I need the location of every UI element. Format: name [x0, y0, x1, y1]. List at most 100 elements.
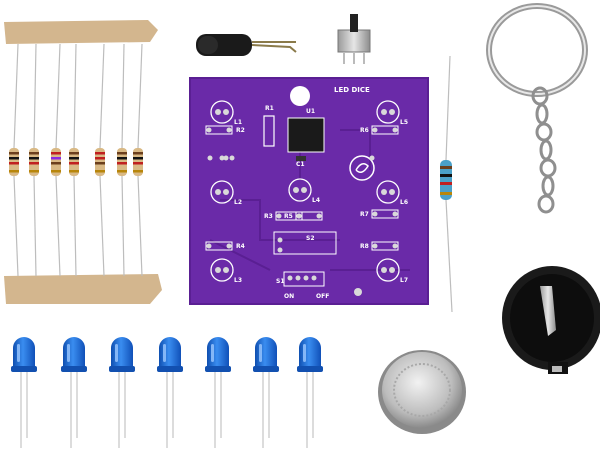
label-s2: S2 — [306, 235, 315, 242]
led-dome — [159, 337, 181, 370]
blue-led — [157, 337, 183, 448]
led-dome — [111, 337, 133, 370]
tilt-sensor — [196, 34, 297, 56]
resistor-band — [133, 162, 143, 165]
pad — [293, 187, 299, 193]
resistor-lead — [121, 43, 125, 149]
resistor-footprint — [205, 241, 233, 251]
led-footprint — [376, 100, 400, 124]
pad — [207, 155, 213, 161]
resistor-lead — [99, 175, 105, 277]
chain-link — [541, 175, 555, 197]
resistor-band — [29, 157, 39, 160]
led-row — [11, 337, 323, 448]
led-footprint — [210, 100, 234, 124]
blue-led — [11, 337, 37, 448]
resistor-band — [9, 152, 19, 155]
led-footprint — [288, 178, 312, 202]
blue-led — [297, 337, 323, 448]
chain-link — [535, 122, 553, 142]
pad — [226, 243, 232, 249]
resistor-lead — [121, 175, 125, 277]
resistor-band — [69, 152, 79, 155]
resistor-label: R2 — [236, 127, 245, 134]
pad — [316, 213, 322, 219]
resistor-lead — [33, 43, 37, 149]
led-label: L3 — [234, 277, 242, 284]
resistor — [29, 43, 39, 277]
resistor-band — [117, 162, 127, 165]
pcb-title: LED DICE — [334, 86, 370, 94]
keyring-chain — [531, 86, 557, 214]
resistor-band — [117, 152, 127, 155]
pad — [392, 127, 398, 133]
resistor-label: R6 — [360, 127, 369, 134]
led-label: L7 — [400, 277, 408, 284]
pad — [223, 267, 229, 273]
resistor-lead — [55, 175, 61, 277]
pad — [372, 127, 378, 133]
resistor-strip — [4, 20, 162, 304]
slide-switch — [337, 14, 371, 64]
resistor-band — [95, 170, 105, 173]
led-rim — [253, 366, 279, 372]
led-rim — [11, 366, 37, 372]
resistor — [51, 43, 61, 277]
pad — [215, 189, 221, 195]
led-rim — [109, 366, 135, 372]
resistor-band — [9, 170, 19, 173]
chain-link — [535, 103, 549, 125]
pad — [229, 155, 235, 161]
resistor-band — [95, 162, 105, 165]
logo-icon — [349, 155, 375, 181]
resistor-band — [95, 157, 105, 160]
resistor-footprint — [371, 241, 399, 251]
led-dome — [13, 337, 35, 370]
led-highlight — [259, 344, 262, 362]
resistor-label: R8 — [360, 243, 369, 250]
pad — [215, 267, 221, 273]
resistor-lead — [73, 43, 77, 149]
led-highlight — [17, 344, 20, 362]
pad — [206, 243, 212, 249]
single-resistor — [440, 55, 453, 313]
led-rim — [157, 366, 183, 372]
led-rim — [205, 366, 231, 372]
pad — [369, 155, 375, 161]
pad — [303, 275, 309, 281]
resistor-band — [9, 162, 19, 165]
resistor-band — [69, 170, 79, 173]
led-footprint — [376, 258, 400, 282]
resistor-band — [9, 157, 19, 160]
pad — [301, 187, 307, 193]
led-highlight — [211, 344, 214, 362]
pad — [392, 211, 398, 217]
pad — [389, 109, 395, 115]
keyring — [486, 3, 588, 214]
led-highlight — [303, 344, 306, 362]
resistor-footprint — [205, 125, 233, 135]
pad — [389, 267, 395, 273]
pad — [287, 275, 293, 281]
resistor-band — [29, 170, 39, 173]
resistor-footprint — [371, 209, 399, 219]
resistor-band — [29, 152, 39, 155]
resistor-band — [69, 162, 79, 165]
led-footprint — [210, 180, 234, 204]
resistor — [95, 43, 105, 277]
pad — [311, 275, 317, 281]
resistor-lead — [137, 175, 143, 277]
resistor-label: R3 — [264, 213, 273, 220]
pad — [277, 247, 283, 253]
pad — [295, 275, 301, 281]
led-label: L6 — [400, 199, 408, 206]
blue-led — [109, 337, 135, 448]
resistor — [69, 43, 79, 277]
resistor-band — [51, 157, 61, 160]
pad — [276, 213, 282, 219]
resistor-label: R7 — [360, 211, 369, 218]
led-rim — [61, 366, 87, 372]
resistor — [117, 43, 127, 277]
